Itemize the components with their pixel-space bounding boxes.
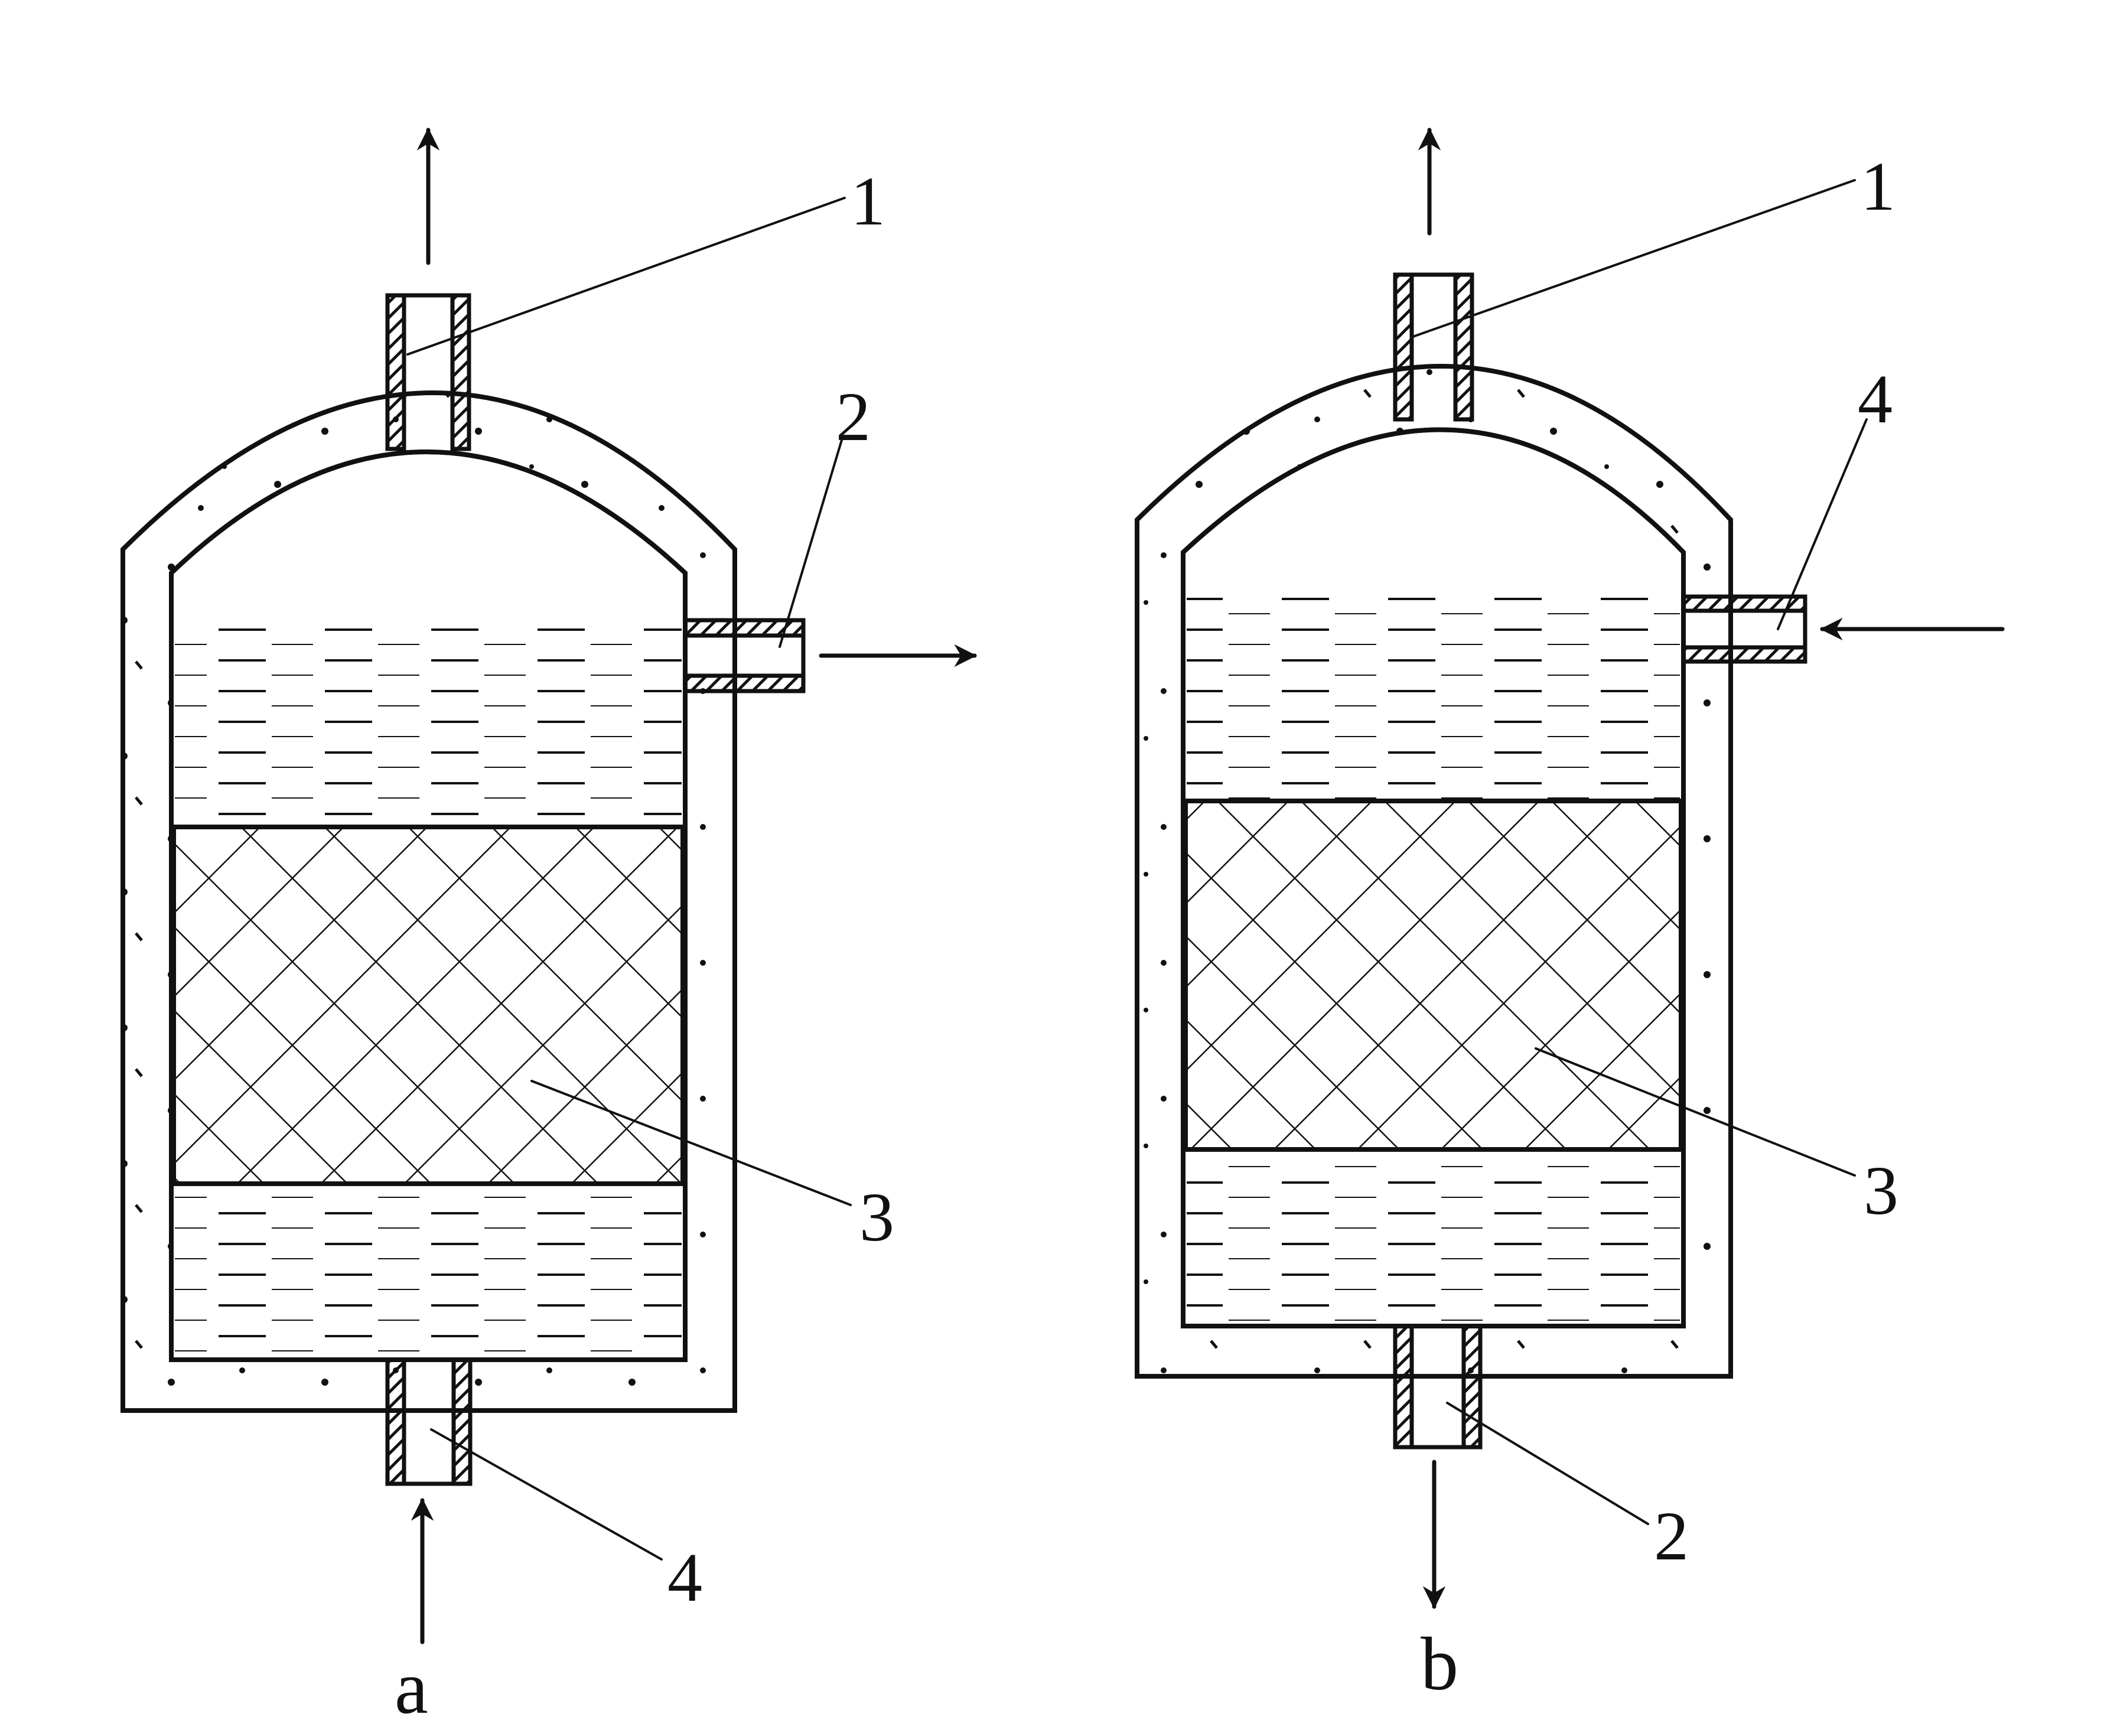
- vessel-b-leader-lines: [1412, 179, 1868, 1525]
- diagram-a: 1 2 3 4 a: [120, 128, 977, 1730]
- vessel-b-lower-liquid: [1187, 1153, 1680, 1323]
- vessel-a-lower-liquid: [175, 1187, 682, 1356]
- vessel-a-packing: [171, 825, 685, 1186]
- vessel-a-label-2: 2: [836, 378, 871, 455]
- vessel-a-side-nozzle: [683, 618, 806, 693]
- vessel-a-leader-lines: [406, 197, 852, 1561]
- vessel-a-bottom-nozzle: [385, 1357, 473, 1486]
- vessel-b-side-nozzle: [1681, 594, 1807, 664]
- diagram-b-caption: b: [1421, 1622, 1458, 1706]
- vessel-a-upper-liquid: [175, 621, 682, 826]
- vessel-b-bottom-nozzle: [1393, 1324, 1483, 1450]
- vessel-a-top-nozzle: [385, 293, 471, 451]
- vessel-a-inner-wall: [169, 450, 688, 1362]
- vessel-a-label-1: 1: [851, 162, 885, 240]
- vessel-b-label-3: 3: [1864, 1152, 1898, 1229]
- vessel-b-inner-wall: [1181, 427, 1686, 1328]
- vessel-b-packing: [1183, 799, 1683, 1152]
- diagram-b: 1 4 3 2 b: [1135, 128, 2005, 1706]
- vessel-a-label-4: 4: [667, 1539, 702, 1616]
- vessel-b-upper-liquid: [1187, 591, 1680, 799]
- vessel-b-top-nozzle: [1393, 272, 1474, 422]
- vessel-b-label-1: 1: [1861, 148, 1895, 225]
- vessel-a-label-3: 3: [859, 1178, 894, 1256]
- diagram-a-caption: a: [395, 1646, 428, 1730]
- vessel-b-label-2: 2: [1654, 1497, 1689, 1575]
- vessel-b-label-4: 4: [1858, 360, 1893, 438]
